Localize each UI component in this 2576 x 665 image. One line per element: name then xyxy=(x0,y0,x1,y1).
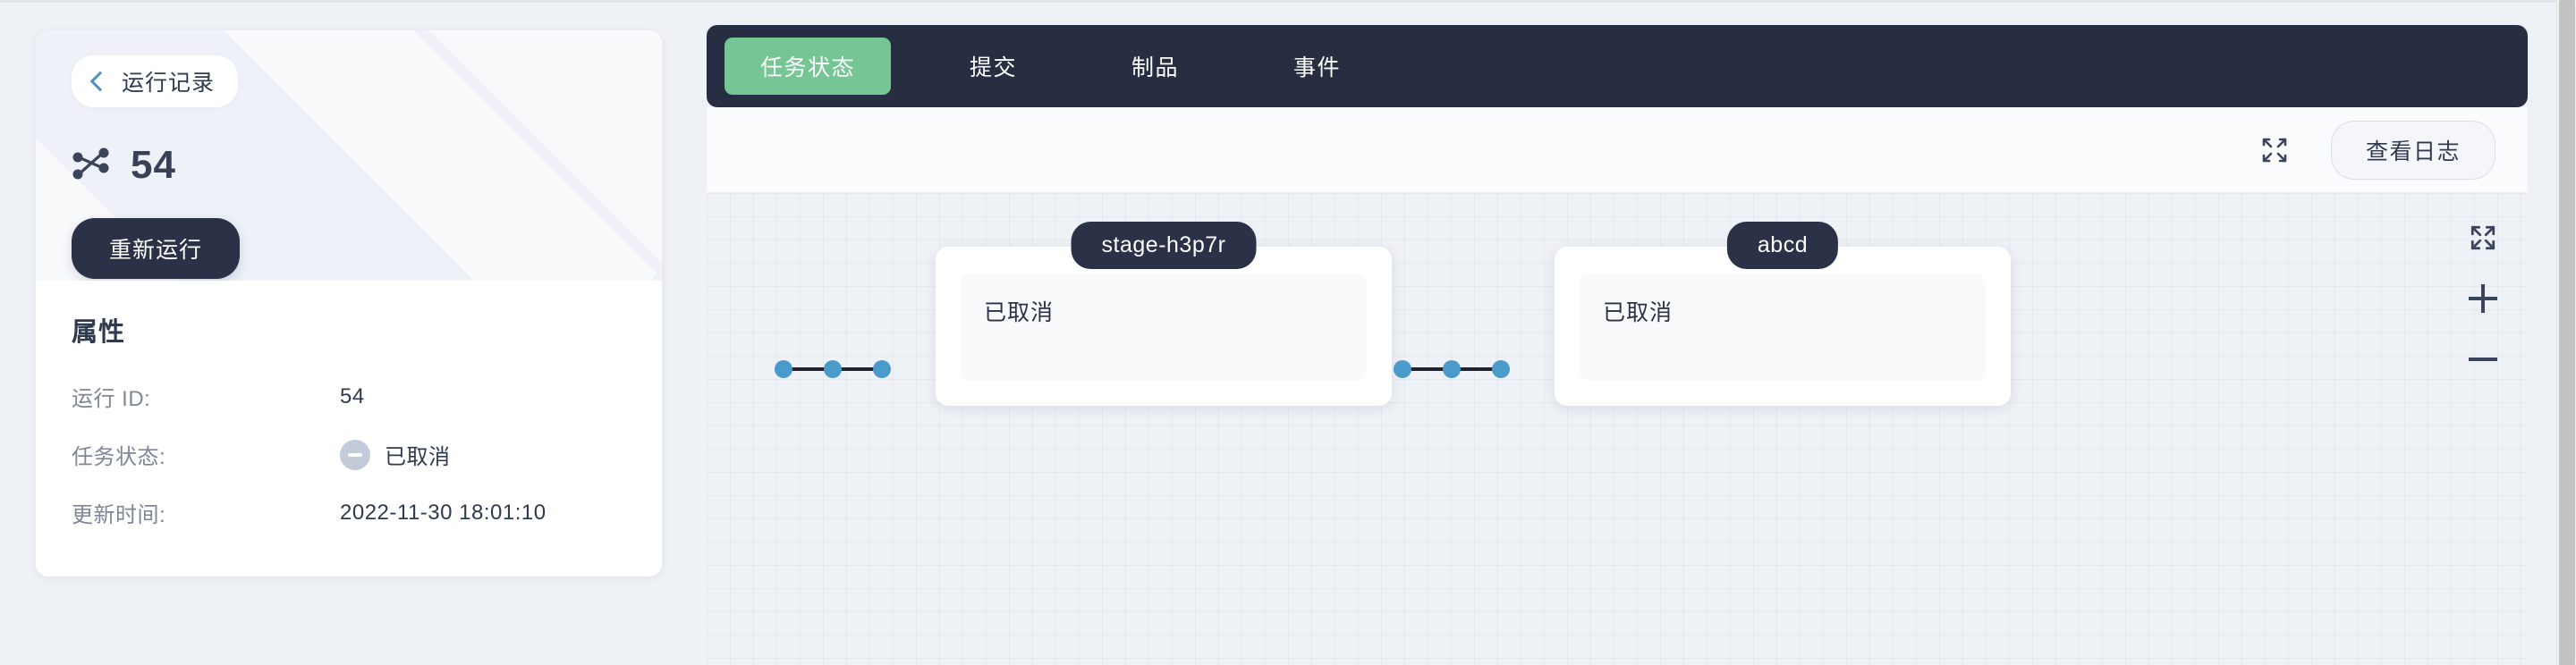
view-log-button[interactable]: 查看日志 xyxy=(2330,120,2496,180)
right-panel: 任务状态 提交 制品 事件 查看日志 xyxy=(707,0,2576,665)
tab-bar: 任务状态 提交 制品 事件 xyxy=(707,25,2528,107)
run-number: 54 xyxy=(131,143,176,187)
rerun-button[interactable]: 重新运行 xyxy=(72,218,241,279)
chevron-left-icon xyxy=(89,71,111,92)
scrollbar-thumb[interactable] xyxy=(2559,0,2575,665)
tab-events[interactable]: 事件 xyxy=(1293,55,1342,80)
status-badge: 已取消 xyxy=(385,445,451,469)
property-label: 任务状态: xyxy=(72,445,166,469)
tab-commits[interactable]: 提交 xyxy=(970,55,1018,80)
run-title-row: 54 xyxy=(72,143,662,188)
properties-title: 属性 xyxy=(72,318,126,347)
property-label: 运行 ID: xyxy=(72,387,151,411)
zoom-out-icon[interactable] xyxy=(2469,345,2497,374)
edge-dot xyxy=(1492,360,1510,378)
run-summary-card: 运行记录 54 重新运行 xyxy=(36,30,662,577)
node-name-badge: abcd xyxy=(1726,222,1839,269)
edge-line xyxy=(1409,367,1445,371)
edge-line xyxy=(1458,367,1495,371)
properties-section: 属性 运行 ID: 54 任务状态: 已取消 更新时间: 2022-11-30 … xyxy=(36,281,662,577)
run-summary-header: 运行记录 54 重新运行 xyxy=(36,30,662,281)
top-divider xyxy=(0,0,2576,3)
node-name-badge: stage-h3p7r xyxy=(1071,222,1257,269)
pipeline-canvas[interactable]: stage-h3p7r 已取消 abcd 已取消 xyxy=(707,193,2528,665)
edge-line xyxy=(839,367,876,371)
left-panel: 运行记录 54 重新运行 xyxy=(0,0,707,665)
back-button-label: 运行记录 xyxy=(122,71,216,96)
edge-dot xyxy=(1443,360,1461,378)
back-to-run-records-button[interactable]: 运行记录 xyxy=(72,55,239,107)
edge-dot xyxy=(824,360,842,378)
tab-artifacts[interactable]: 制品 xyxy=(1131,55,1180,80)
property-row-task-status: 任务状态: 已取消 xyxy=(72,439,626,470)
property-row-run-id: 运行 ID: 54 xyxy=(72,381,626,412)
edge-dot xyxy=(873,360,891,378)
page-scrollbar[interactable] xyxy=(2556,0,2576,665)
edge-connector-2 xyxy=(1394,359,1510,379)
edge-dot xyxy=(775,360,792,378)
edge-line xyxy=(790,367,826,371)
pipeline-graph: stage-h3p7r 已取消 abcd 已取消 xyxy=(707,193,2528,665)
node-status-text: 已取消 xyxy=(961,274,1367,381)
canvas-controls xyxy=(2469,223,2497,374)
expand-fullscreen-icon[interactable] xyxy=(2261,137,2288,164)
property-row-updated-time: 更新时间: 2022-11-30 18:01:10 xyxy=(72,497,626,528)
pipeline-node[interactable]: stage-h3p7r 已取消 xyxy=(936,222,1392,406)
edge-connector-1 xyxy=(775,359,891,379)
zoom-in-icon[interactable] xyxy=(2469,284,2497,313)
status-cancelled-icon xyxy=(340,439,370,470)
property-value: 2022-11-30 18:01:10 xyxy=(340,500,547,525)
node-status-text: 已取消 xyxy=(1580,274,1986,381)
fit-to-screen-icon[interactable] xyxy=(2469,223,2497,252)
property-value: 54 xyxy=(340,383,365,408)
pipeline-node[interactable]: abcd 已取消 xyxy=(1555,222,2011,406)
property-value-with-status: 已取消 xyxy=(340,439,451,470)
property-label: 更新时间: xyxy=(72,503,166,527)
canvas-toolbar: 查看日志 xyxy=(707,107,2528,193)
edge-dot xyxy=(1394,360,1411,378)
pipeline-graph-icon xyxy=(72,147,109,180)
tab-task-status[interactable]: 任务状态 xyxy=(724,38,892,95)
